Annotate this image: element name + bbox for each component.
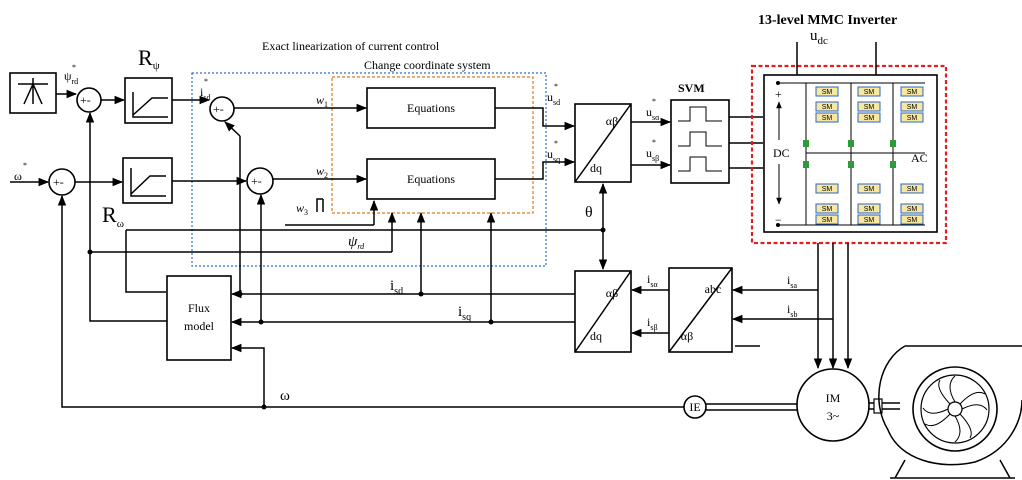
psi-rd-label: ψrd bbox=[348, 234, 365, 251]
svg-text:SM: SM bbox=[907, 104, 918, 111]
svg-text:IE: IE bbox=[689, 400, 700, 414]
svg-text:SM: SM bbox=[864, 206, 875, 213]
exact-linearization-label: Exact linearization of current control bbox=[262, 39, 440, 53]
svg-text:SM: SM bbox=[864, 104, 875, 111]
omega-ref-label: ω bbox=[14, 169, 22, 183]
isd-summing-junction bbox=[209, 96, 235, 122]
isd-ref-label: isd bbox=[200, 85, 210, 102]
flux-model-block bbox=[166, 275, 232, 361]
svg-text:3~: 3~ bbox=[827, 409, 840, 423]
svg-text:SM: SM bbox=[907, 89, 918, 96]
dc-label: DC bbox=[773, 146, 790, 160]
svg-text:*: * bbox=[652, 138, 656, 147]
usq-ref-label: usq bbox=[547, 147, 560, 164]
isd-label: isd bbox=[390, 278, 403, 297]
svg-text:IM: IM bbox=[826, 391, 841, 405]
svg-text:SM: SM bbox=[822, 217, 833, 224]
svg-text:SM: SM bbox=[907, 217, 918, 224]
isa-label: isa bbox=[787, 273, 797, 290]
r-psi-label: Rψ bbox=[138, 45, 160, 72]
svg-text:+-: +- bbox=[213, 102, 224, 116]
svg-text:*: * bbox=[554, 139, 558, 148]
isbeta-label: isβ bbox=[647, 315, 658, 332]
w2-label: w2 bbox=[316, 164, 328, 180]
svg-text:*: * bbox=[23, 161, 27, 170]
equations-block-top bbox=[366, 87, 496, 129]
svg-text:+-: +- bbox=[251, 174, 262, 188]
svg-text:dq: dq bbox=[590, 329, 602, 343]
isq-label: isq bbox=[458, 304, 471, 323]
svg-text:SM: SM bbox=[907, 186, 918, 193]
w1-label: w1 bbox=[316, 93, 328, 109]
svg-text:+-: +- bbox=[53, 175, 64, 189]
isb-label: isb bbox=[787, 302, 797, 319]
ac-label: AC bbox=[911, 151, 928, 165]
svg-text:αβ: αβ bbox=[606, 114, 618, 128]
svg-text:SM: SM bbox=[864, 186, 875, 193]
svg-text:Flux: Flux bbox=[188, 301, 210, 315]
equations-bottom-label: Equations bbox=[407, 172, 455, 186]
svg-text:αβ: αβ bbox=[606, 286, 618, 300]
svg-text:dq: dq bbox=[590, 161, 602, 175]
svg-text:*: * bbox=[204, 77, 208, 86]
svg-text:+: + bbox=[775, 87, 782, 101]
svg-text:SM: SM bbox=[864, 115, 875, 122]
usbeta-label: usβ bbox=[646, 146, 659, 163]
svg-text:SM: SM bbox=[822, 104, 833, 111]
svg-text:*: * bbox=[652, 97, 656, 106]
svm-label: SVM bbox=[678, 81, 705, 95]
encoder bbox=[683, 395, 707, 419]
svg-text:SM: SM bbox=[864, 89, 875, 96]
isalpha-label: isα bbox=[647, 272, 658, 289]
flux-reference-icon bbox=[18, 78, 48, 105]
induction-motor bbox=[796, 368, 870, 442]
r-omega-label: Rω bbox=[102, 202, 124, 230]
change-coordinate-region bbox=[331, 76, 534, 214]
svg-text:αβ: αβ bbox=[681, 329, 693, 343]
mmc-inverter-frame bbox=[750, 64, 948, 245]
psi-sum-sign: +- bbox=[80, 93, 91, 107]
svg-text:abc: abc bbox=[705, 282, 722, 296]
theta-label: θ bbox=[585, 204, 593, 221]
svg-text:model: model bbox=[184, 319, 215, 333]
fan-icon bbox=[878, 345, 1022, 479]
svg-text:SM: SM bbox=[822, 89, 833, 96]
svg-text:SM: SM bbox=[907, 206, 918, 213]
usd-ref-label: usd bbox=[547, 90, 560, 107]
psi-ref-star: * bbox=[72, 63, 76, 72]
udc-label: udc bbox=[810, 28, 828, 47]
omega-feedback-label: ω bbox=[280, 388, 290, 404]
svg-text:−: − bbox=[775, 213, 782, 227]
svg-text:SM: SM bbox=[822, 206, 833, 213]
svg-text:*: * bbox=[554, 82, 558, 91]
psi-ref-label: ψrd bbox=[64, 69, 78, 86]
usalpha-label: usα bbox=[646, 105, 660, 122]
svg-text:SM: SM bbox=[822, 186, 833, 193]
svm-block bbox=[670, 99, 730, 184]
equations-top-label: Equations bbox=[407, 101, 455, 115]
w3-label: w3 bbox=[296, 201, 308, 217]
change-coordinate-label: Change coordinate system bbox=[364, 58, 491, 72]
sm-modules: SM SM SM SM SM SM SM SM SM SM SM SM SM S… bbox=[803, 83, 924, 225]
svg-text:SM: SM bbox=[822, 115, 833, 122]
exact-linearization-region bbox=[191, 72, 547, 267]
svg-text:SM: SM bbox=[864, 217, 875, 224]
mmc-title: 13-level MMC Inverter bbox=[758, 13, 897, 28]
svg-text:SM: SM bbox=[907, 115, 918, 122]
